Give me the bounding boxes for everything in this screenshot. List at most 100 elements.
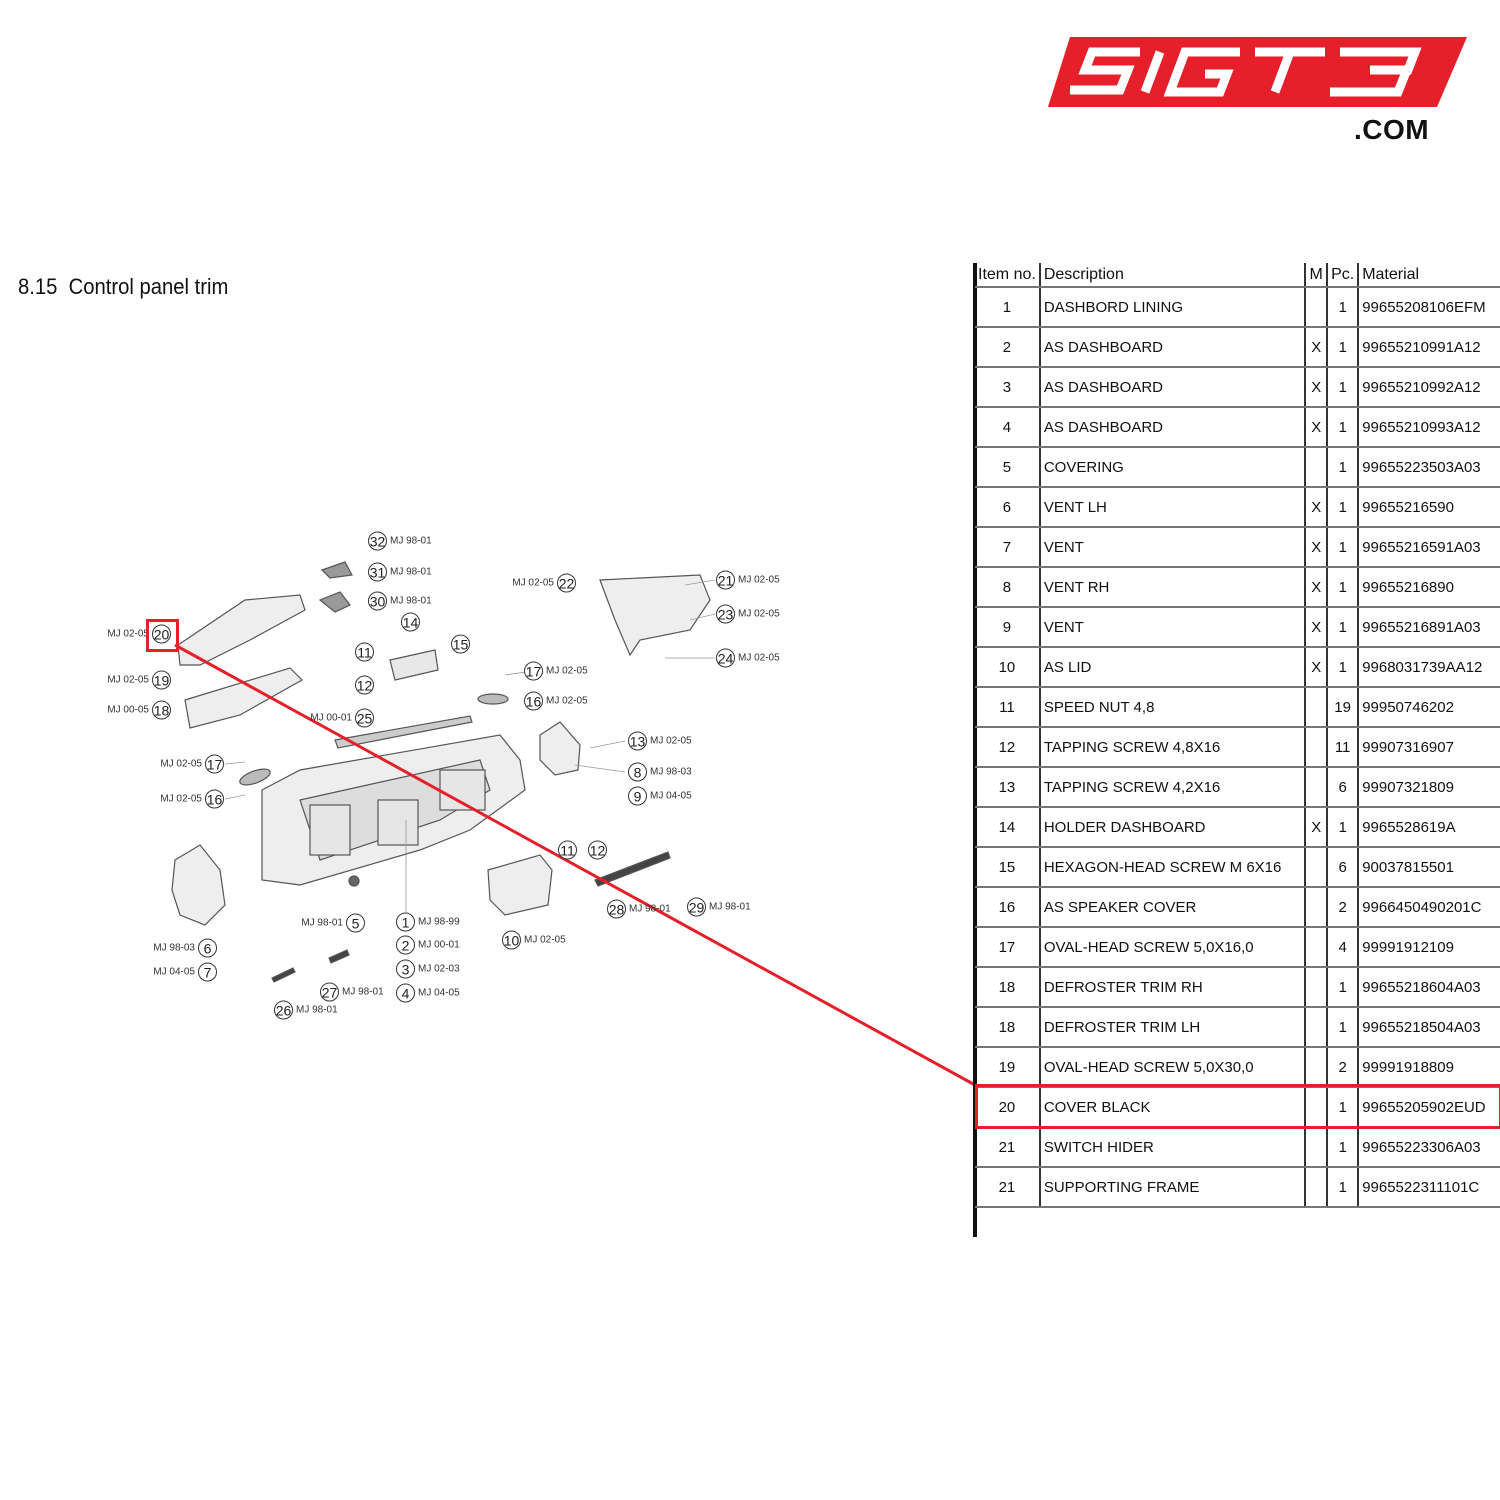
item-no-cell: 6 (975, 487, 1041, 528)
material-cell: 99655216590 (1358, 487, 1500, 528)
m-cell (1305, 1047, 1329, 1088)
callout-number: 24 (716, 648, 735, 668)
material-cell: 9965528619A (1358, 807, 1500, 848)
callout-12: 12 (355, 675, 374, 695)
material-cell: 9965522311101C (1358, 1167, 1500, 1208)
material-cell: 90037815501 (1358, 847, 1500, 888)
description-cell: HEXAGON-HEAD SCREW M 6X16 (1039, 847, 1307, 888)
description-cell: AS SPEAKER COVER (1039, 887, 1307, 928)
item-no-cell: 3 (975, 367, 1041, 408)
cover-black-shape (177, 594, 306, 666)
callout-number: 16 (524, 691, 543, 711)
description-cell: SUPPORTING FRAME (1039, 1167, 1307, 1208)
material-cell: 99991918809 (1358, 1047, 1500, 1088)
description-cell: DASHBORD LINING (1039, 287, 1307, 328)
description-cell: VENT (1039, 607, 1307, 648)
item-no-cell: 12 (975, 727, 1041, 768)
callout-number: 27 (320, 982, 339, 1002)
callout-model-code: MJ 98-01 (301, 917, 343, 929)
item-no-cell: 10 (975, 647, 1041, 688)
callout-model-code: MJ 98-01 (390, 535, 432, 547)
description-cell: COVERING (1039, 447, 1307, 488)
callout-model-code: MJ 02-05 (107, 674, 149, 686)
description-cell: AS LID (1039, 647, 1307, 688)
m-cell (1305, 1007, 1329, 1048)
item-no-cell: 5 (975, 447, 1041, 488)
description-cell: COVER BLACK (1039, 1087, 1307, 1128)
m-cell: X (1305, 647, 1329, 688)
material-cell: 99655223306A03 (1358, 1127, 1500, 1168)
pc-cell: 1 (1327, 447, 1360, 488)
pc-cell: 1 (1327, 287, 1360, 328)
item-no-cell: 4 (975, 407, 1041, 448)
table-header-row: Item no. Description M Pc. Material (975, 263, 1500, 288)
callout-model-code: MJ 04-05 (418, 987, 460, 999)
callout-15: 15 (451, 634, 470, 654)
callout-number: 9 (628, 786, 647, 806)
description-cell: HOLDER DASHBOARD (1039, 807, 1307, 848)
highlight-row-box (975, 1084, 1500, 1129)
material-cell: 99991912109 (1358, 927, 1500, 968)
pc-cell: 1 (1327, 1087, 1360, 1128)
callout-number: 11 (558, 840, 577, 860)
callout-number: 18 (152, 700, 171, 720)
pc-cell: 1 (1327, 807, 1360, 848)
callout-number: 8 (628, 762, 647, 782)
description-cell: AS DASHBOARD (1039, 367, 1307, 408)
vent-rh-shape (539, 721, 581, 776)
material-cell: 99655216891A03 (1358, 607, 1500, 648)
callout-model-code: MJ 02-05 (512, 577, 554, 589)
pc-cell: 2 (1327, 887, 1360, 928)
callout-model-code: MJ 98-01 (709, 901, 751, 913)
item-no-cell: 7 (975, 527, 1041, 568)
item-no-cell: 11 (975, 687, 1041, 728)
vent-lh-shape (171, 844, 226, 926)
description-cell: SPEED NUT 4,8 (1039, 687, 1307, 728)
callout-number: 11 (355, 642, 374, 662)
material-cell: 99655210992A12 (1358, 367, 1500, 408)
pc-cell: 1 (1327, 1127, 1360, 1168)
callout-number: 22 (557, 573, 576, 593)
callout-number: 2 (396, 935, 415, 955)
material-cell: 99655216890 (1358, 567, 1500, 608)
callout-number: 7 (198, 962, 217, 982)
callout-14: 14 (401, 612, 420, 632)
item-no-cell: 15 (975, 847, 1041, 888)
callout-number: 14 (401, 612, 420, 632)
callout-number: 23 (716, 604, 735, 624)
pc-cell: 1 (1327, 367, 1360, 408)
pc-cell: 4 (1327, 927, 1360, 968)
callout-number: 17 (524, 661, 543, 681)
callout-model-code: MJ 02-05 (738, 652, 780, 664)
m-cell (1305, 727, 1329, 768)
callout-number: 13 (628, 731, 647, 751)
callout-11: 11 (558, 840, 577, 860)
m-cell (1305, 927, 1329, 968)
m-cell (1305, 447, 1329, 488)
callout-number: 12 (588, 840, 607, 860)
callout-model-code: MJ 98-01 (390, 566, 432, 578)
